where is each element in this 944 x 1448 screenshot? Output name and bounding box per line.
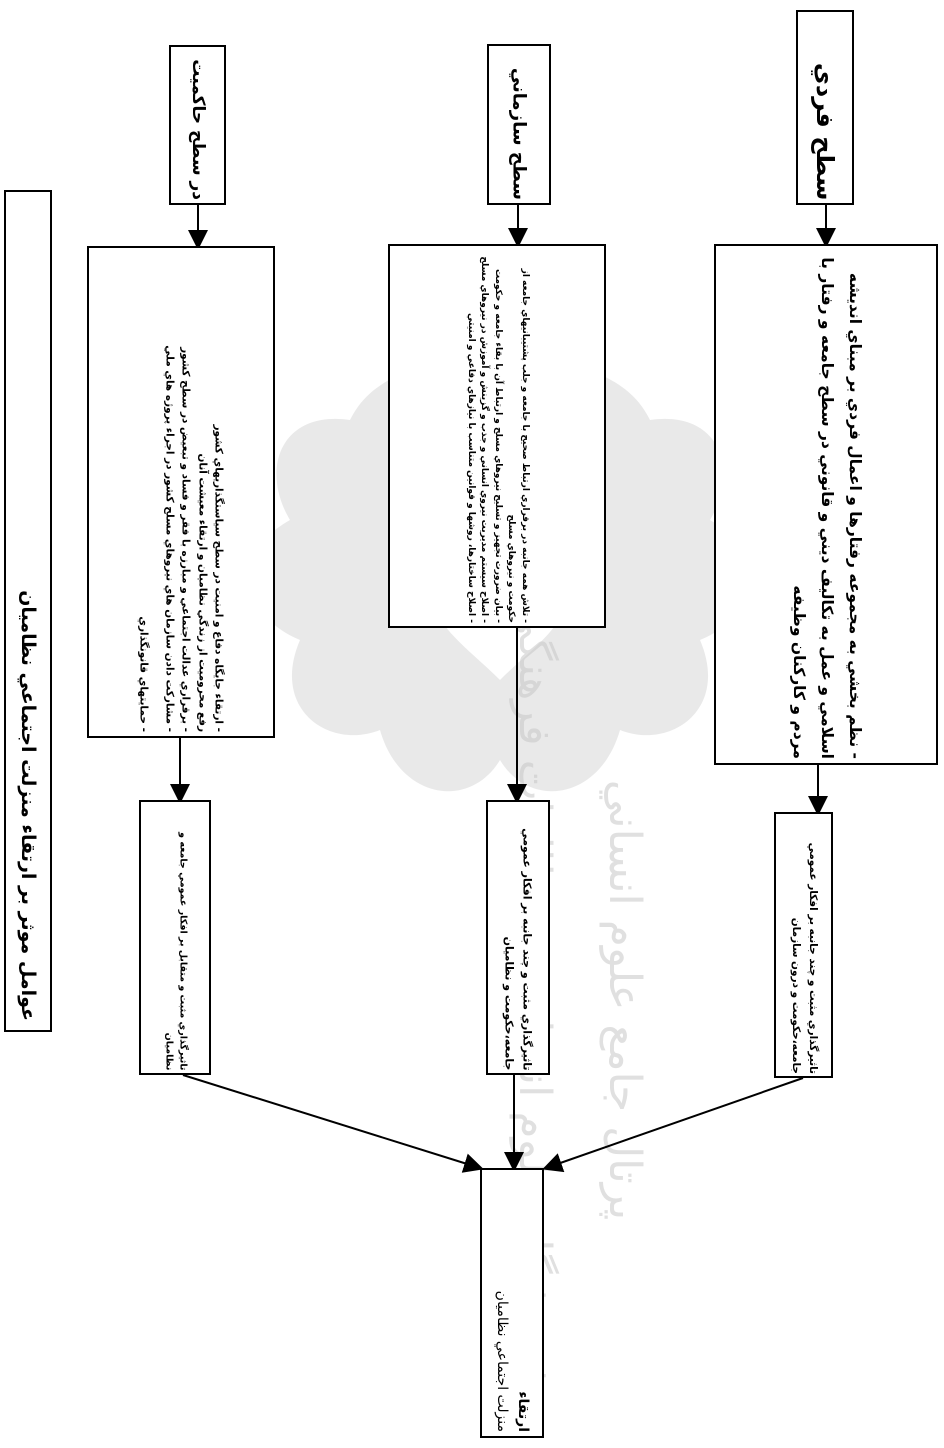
factor-organizational-2: - بيان ضرورت تجهيز و تسليح نيروهاي مسلح … [492, 268, 503, 623]
effect-governance: تاثيرگذاري مثبت و متقابل بر افكار عمومي … [163, 831, 189, 1070]
level-label-organizational: سطح سازماني [508, 67, 530, 200]
factors-box-organizational: - تلاش همه جانبه در برقراري ارتباط صحيح … [388, 244, 606, 628]
diagram-title: عوامل موثر بر ارتقاء منزلت اجتماعي نظامي… [17, 590, 39, 1021]
factor-organizational-4: - اصلاح ساختارها، روشها و قوانين متناسب … [465, 312, 476, 623]
diagram-title-box: عوامل موثر بر ارتقاء منزلت اجتماعي نظامي… [4, 190, 52, 1032]
arrow-governance-effect-to-result [182, 1074, 484, 1173]
factor-governance-5: - حمايتهاي قانونگذاري [137, 616, 150, 732]
level-box-organizational: سطح سازماني [487, 44, 551, 205]
effect-box-individual: تاثيرگذاري مثبت و چند جانبه بر افكار عمو… [774, 812, 833, 1078]
result-heading: ارتقاء [515, 1391, 531, 1432]
effect-box-organizational: تاثيرگذاري مثبت و چند جانبه بر افكار عمو… [486, 800, 550, 1075]
level-label-governance: در سطح حاكميت [187, 59, 208, 200]
factors-box-individual: - نظم بخشي به مجموعه رفتارها و اعمال فرد… [714, 244, 938, 765]
effect-individual: تاثيرگذاري مثبت و چند جانبه بر افكار عمو… [789, 842, 819, 1074]
arrow-individual-effect-to-result [542, 1077, 804, 1173]
factors-box-governance: - ارتقاء جايگاه دفاع و امنيت در سطح سياس… [87, 246, 275, 738]
factor-organizational-3: - اصلاح سيستم مديريت نيروي انساني و جذب … [479, 256, 490, 623]
level-box-governance: در سطح حاكميت [169, 45, 226, 205]
result-text: منزلت اجتماعي نظاميان [494, 1290, 510, 1432]
factor-individual-1: - نظم بخشي به مجموعه رفتارها و اعمال فرد… [790, 256, 864, 759]
level-box-individual: سطح فردي [796, 10, 854, 205]
factor-governance-3: - برقراري عدالت اجتماعي و مبارزه با فقر … [180, 347, 193, 732]
factor-governance-1: - ارتقاء جايگاه دفاع و امنيت در سطح سياس… [212, 424, 225, 733]
level-label-individual: سطح فردي [811, 62, 839, 200]
effect-organizational: تاثيرگذاري مثبت و چند جانبه بر افكار عمو… [503, 827, 534, 1070]
result-box: ارتقاء منزلت اجتماعي نظاميان [480, 1168, 544, 1438]
watermark-text-line2: پرتال جامع علوم انساني [599, 780, 650, 1221]
factor-governance-2: رفع محروميت از زندگي نظاميان و ارتقاء مع… [196, 453, 209, 732]
effect-box-governance: تاثيرگذاري مثبت و متقابل بر افكار عمومي … [139, 800, 211, 1075]
factor-governance-4: - مشاركت دادن سازمان هاي نيروهاي مسلح كش… [163, 345, 176, 732]
factor-organizational-1: - تلاش همه جانبه در برقراري ارتباط صحيح … [506, 268, 530, 623]
